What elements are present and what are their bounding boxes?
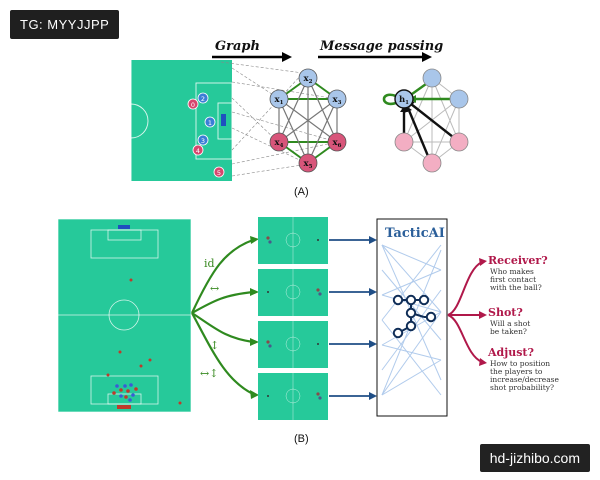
tacticai-title: TacticAI: [385, 226, 445, 241]
output-sub-line: first contact: [490, 275, 537, 284]
svg-text:2: 2: [201, 95, 205, 103]
node-x1: [269, 89, 289, 109]
output-sub-line: Who makes: [490, 267, 534, 276]
half-pitch-a: [130, 60, 233, 181]
transform-identity: id: [204, 257, 215, 270]
augment-arrows: [191, 238, 254, 395]
panel-b-figure: [57, 217, 487, 420]
svg-text:x3: x3: [333, 95, 342, 106]
message-passing-arrow: [318, 52, 432, 62]
svg-text:x2: x2: [304, 74, 313, 85]
caption-b: (B): [294, 433, 309, 445]
output-sub-line: the players to: [490, 367, 543, 376]
output-title: Receiver?: [488, 254, 548, 267]
augment-arrowheads: [250, 236, 259, 399]
output-sub-line: be taken?: [490, 327, 527, 336]
graph-arrow: [212, 52, 292, 62]
watermark-bottom: hd-jizhibo.com: [479, 444, 590, 472]
tacticai-graph-icon: [392, 294, 437, 339]
svg-text:x6: x6: [333, 138, 342, 149]
message-passing-label: Message passing: [320, 39, 444, 54]
model-input-arrows: [329, 239, 370, 397]
output-arrowheads: [479, 258, 487, 366]
node-x2: [298, 68, 318, 88]
output-sub-line: with the ball?: [490, 283, 542, 292]
output-sub-line: increase/decrease: [490, 375, 559, 384]
message-nodes: h1: [394, 68, 469, 173]
output-title: Shot?: [488, 306, 523, 319]
graph-label: Graph: [215, 39, 260, 54]
node-h1: [394, 89, 414, 109]
svg-text:3: 3: [201, 137, 205, 145]
svg-text:h1: h1: [399, 95, 409, 106]
node-x3: [327, 89, 347, 109]
graph-nodes: x2 x1 x3 x4 x6 x5: [269, 68, 347, 173]
tacticai-box: [376, 218, 448, 417]
model-input-arrowheads: [369, 236, 377, 400]
transform-vflip: ↕: [210, 339, 220, 352]
svg-text:x4: x4: [275, 138, 284, 149]
svg-text:x5: x5: [304, 159, 313, 170]
watermark-top: TG: MYYJJPP: [10, 10, 120, 39]
node-x4: [269, 132, 289, 152]
output-sub-line: Will a shot: [490, 319, 531, 328]
player-markers-a: 0 2 1 3 4 5: [187, 92, 225, 178]
svg-text:4: 4: [196, 147, 200, 155]
panel-a-figure: 0 2 1 3 4 5: [130, 52, 469, 181]
output-title: Adjust?: [488, 346, 534, 359]
output-sub-line: How to position: [490, 359, 551, 368]
transform-hflip: ↔: [210, 282, 220, 295]
caption-a: (A): [294, 186, 309, 198]
node-x6: [327, 132, 347, 152]
svg-text:1: 1: [208, 119, 212, 127]
mapping-lines: [220, 61, 338, 177]
svg-text:x1: x1: [275, 95, 284, 106]
svg-text:0: 0: [191, 101, 195, 109]
svg-text:5: 5: [217, 169, 221, 177]
output-arrows: [447, 261, 483, 363]
message-arrows: [382, 83, 454, 157]
transform-both-flip: ↔↕: [200, 367, 219, 380]
output-sub-line: shot probability?: [490, 383, 555, 392]
node-x5: [298, 153, 318, 173]
full-pitch: [57, 218, 192, 413]
augmented-pitches: [258, 217, 328, 420]
